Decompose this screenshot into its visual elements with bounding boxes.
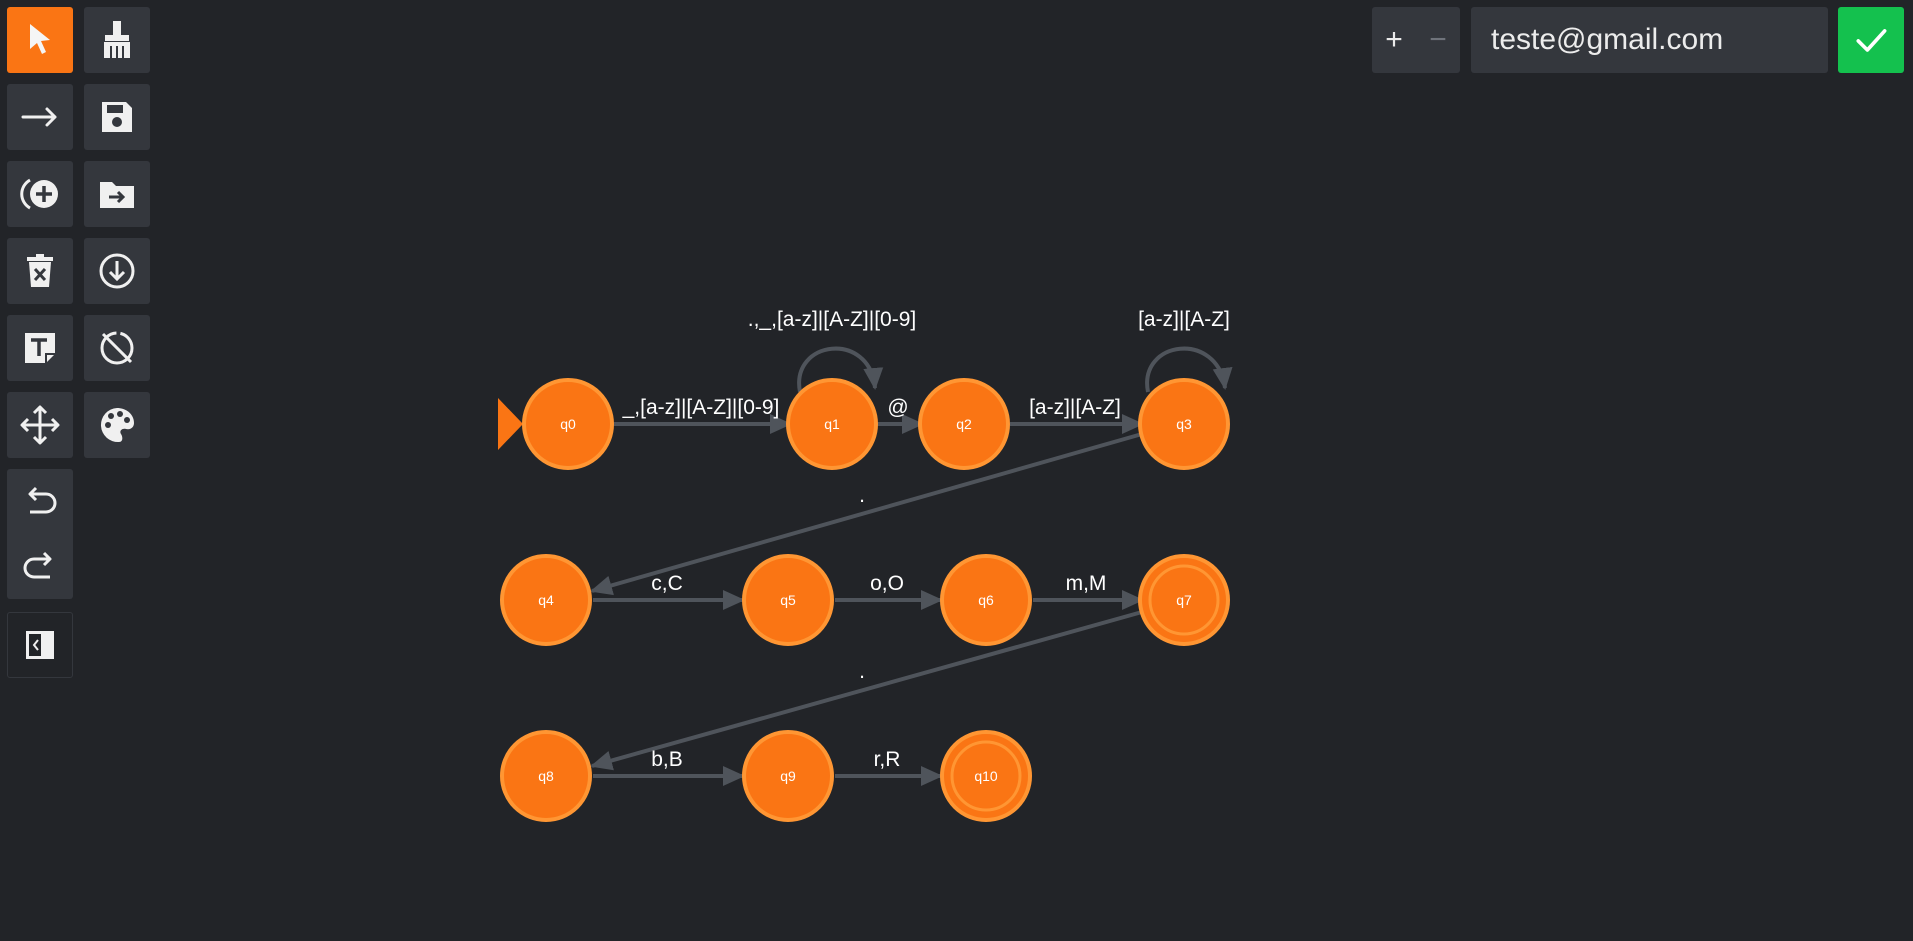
add-state-icon — [20, 178, 58, 210]
add-transition-tool[interactable] — [7, 84, 73, 150]
cursor-icon — [30, 24, 50, 54]
transition-label-q6-q7: m,M — [1066, 572, 1107, 595]
download-tool[interactable] — [84, 238, 150, 304]
folder-import-icon — [100, 182, 134, 208]
open-file-tool[interactable] — [84, 161, 150, 227]
transition-label-q5-q6: o,O — [870, 572, 904, 595]
transition-label-q4-q5: c,C — [651, 572, 683, 595]
add-text-tool[interactable] — [7, 315, 73, 381]
broom-icon — [104, 21, 130, 58]
state-label: q5 — [780, 592, 796, 608]
state-q10-final[interactable]: q10 — [940, 730, 1032, 822]
transition-label-q8-q9: b,B — [651, 748, 683, 771]
state-label: q4 — [538, 592, 554, 608]
state-q8[interactable]: q8 — [500, 730, 592, 822]
transition-label-q2-q3: [a-z]|[A-Z] — [1029, 396, 1121, 419]
circle-slash-icon — [100, 331, 134, 365]
state-label: q3 — [1176, 416, 1192, 432]
state-label: q8 — [538, 768, 554, 784]
initial-state-marker — [498, 398, 523, 450]
save-tool[interactable] — [84, 84, 150, 150]
transition-q3-q3[interactable] — [1145, 346, 1233, 393]
state-q7-final[interactable]: q7 — [1138, 554, 1230, 646]
transition-label-q1-q2: @ — [887, 396, 908, 419]
state-q0[interactable]: q0 — [522, 378, 614, 470]
state-label: q6 — [978, 592, 994, 608]
palette-tool[interactable] — [84, 392, 150, 458]
text-note-icon — [25, 333, 55, 363]
undo-redo-group — [7, 469, 73, 599]
move-arrows-icon — [20, 405, 60, 445]
palette-icon — [100, 408, 134, 443]
transition-label-q1-q1: .,_,[a-z]|[A-Z]|[0-9] — [748, 308, 916, 331]
download-circle-icon — [99, 253, 135, 289]
state-label: q7 — [1176, 592, 1192, 608]
undo-icon[interactable] — [18, 480, 62, 524]
disable-tool[interactable] — [84, 315, 150, 381]
panel-toggle-icon — [26, 631, 54, 659]
transition-label-q7-q8: . — [859, 660, 865, 683]
state-label: q2 — [956, 416, 972, 432]
trash-icon — [27, 254, 53, 287]
arrow-right-icon — [21, 107, 57, 127]
zoom-out-button[interactable]: − — [1429, 23, 1447, 56]
transition-label-q0-q1: _,[a-z]|[A-Z]|[0-9] — [622, 396, 780, 419]
transition-label-q9-q10: r,R — [874, 748, 901, 771]
transition-q7-q8[interactable] — [590, 610, 1143, 771]
transition-q1-q1[interactable] — [797, 346, 884, 393]
word-input[interactable] — [1471, 7, 1828, 73]
state-q6[interactable]: q6 — [940, 554, 1032, 646]
select-tool[interactable] — [7, 7, 73, 73]
zoom-in-button[interactable]: + — [1385, 23, 1403, 56]
state-q2[interactable]: q2 — [918, 378, 1010, 470]
clear-tool[interactable] — [84, 7, 150, 73]
state-q9[interactable]: q9 — [742, 730, 834, 822]
state-label: q10 — [974, 768, 998, 784]
add-state-tool[interactable] — [7, 161, 73, 227]
transition-label-q3-q3: [a-z]|[A-Z] — [1138, 308, 1230, 331]
state-q4[interactable]: q4 — [500, 554, 592, 646]
check-icon — [1856, 29, 1887, 52]
state-q1[interactable]: q1 — [786, 378, 878, 470]
state-q3[interactable]: q3 — [1138, 378, 1230, 470]
state-label: q9 — [780, 768, 796, 784]
accept-button[interactable] — [1838, 7, 1904, 73]
transition-q3-q4[interactable] — [590, 432, 1143, 596]
state-label: q1 — [824, 416, 840, 432]
redo-icon[interactable] — [18, 545, 62, 589]
delete-tool[interactable] — [7, 238, 73, 304]
move-tool[interactable] — [7, 392, 73, 458]
zoom-controls: + − — [1372, 7, 1460, 73]
state-q5[interactable]: q5 — [742, 554, 834, 646]
save-icon — [102, 102, 132, 132]
states-layer: q0 q1 q2 q3 q4 q5 q6 q7 — [500, 378, 1230, 822]
transitions-layer: _,[a-z]|[A-Z]|[0-9] .,_,[a-z]|[A-Z]|[0-9… — [590, 308, 1233, 786]
transition-label-q3-q4: . — [859, 484, 865, 507]
toggle-panel-button[interactable] — [7, 612, 73, 678]
state-label: q0 — [560, 416, 576, 432]
